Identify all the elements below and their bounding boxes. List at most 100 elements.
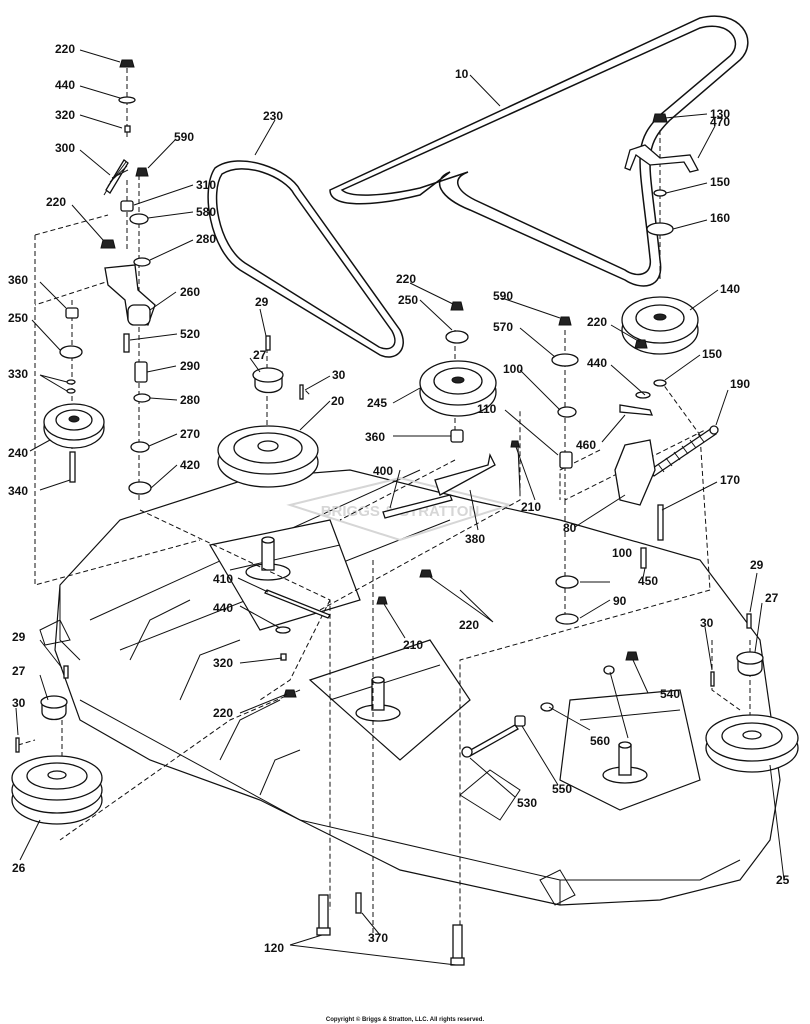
label-580: 580 [196,205,216,219]
bolt-410 [264,589,331,619]
label-150: 150 [710,175,730,189]
spacer-110 [559,451,573,469]
label-230: 230 [263,109,283,123]
label-440: 440 [55,78,75,92]
spacer-360-b [450,429,464,443]
label-220: 220 [55,42,75,56]
label-220: 220 [459,618,479,632]
label-220: 220 [46,195,66,209]
label-540: 540 [660,687,680,701]
label-100: 100 [503,362,523,376]
key-30-a [299,384,304,400]
label-170: 170 [720,473,740,487]
spacer-550 [514,715,526,727]
label-340: 340 [8,484,28,498]
label-220: 220 [396,272,416,286]
bearing-570 [551,353,579,367]
nut-220-f [283,689,297,698]
idler-pulley-240 [43,403,105,449]
washer-90 [555,613,579,625]
label-27: 27 [12,664,26,678]
label-130: 130 [710,107,730,121]
label-280: 280 [180,393,200,407]
washer-440-b [635,391,651,399]
nut-210-a [510,440,520,448]
nut-590-b [558,316,572,326]
label-26: 26 [12,861,26,875]
bearing-100-b [555,575,579,589]
spacer-320 [124,125,131,133]
pin-520 [123,333,130,353]
label-210: 210 [521,500,541,514]
nut-220-top [119,59,135,68]
nut-540 [625,651,639,661]
bushing-290 [134,361,148,383]
label-30: 30 [700,616,714,630]
copyright-notice: Copyright © Briggs & Stratton, LLC. All … [326,1016,485,1023]
label-400: 400 [373,464,393,478]
label-240: 240 [8,446,28,460]
bearing-100-a [557,406,577,418]
spacer-320-b [280,653,287,661]
label-560: 560 [590,734,610,748]
label-320: 320 [213,656,233,670]
label-29: 29 [750,558,764,572]
label-10: 10 [455,67,469,81]
bolt-29-c [63,665,69,679]
spring-300 [103,159,129,196]
bearing-280-a [133,257,151,267]
belt-230 [207,160,404,358]
label-310: 310 [196,178,216,192]
label-410: 410 [213,572,233,586]
spindle-pulley-25 [705,613,799,773]
label-590: 590 [174,130,194,144]
nut-590-a [135,167,149,177]
bolt-120-a [318,894,329,931]
label-300: 300 [55,141,75,155]
bolt-29-b [746,613,752,629]
nut-220-e [419,569,433,578]
bearing-250-a [59,345,83,359]
label-20: 20 [331,394,345,408]
right-idler-assembly [551,113,719,625]
label-450: 450 [638,574,658,588]
label-90: 90 [613,594,627,608]
label-270: 270 [180,427,200,441]
label-100: 100 [612,546,632,560]
label-470: 470 [710,115,730,129]
bolt-340 [69,451,76,483]
part-labels: 220 440 320 300 590 310 580 220 280 360 … [8,42,790,955]
spacer-270 [130,441,150,453]
label-29: 29 [12,630,26,644]
idler-arm-80 [614,439,656,506]
label-27: 27 [253,348,267,362]
mower-deck: BRIGGS & STRATTON [39,469,781,906]
bearing-280-b [133,393,151,403]
spindle-pulley-26 [11,665,103,825]
label-280: 280 [196,232,216,246]
spring-190 [649,425,719,477]
bearing-580 [129,213,149,225]
label-140: 140 [720,282,740,296]
label-570: 570 [493,320,513,334]
left-idler-assembly [43,59,156,495]
spacer-420 [128,481,152,495]
washer-440 [118,96,136,104]
bracket-380 [434,453,496,496]
washer-440-c [275,626,291,634]
label-260: 260 [180,285,200,299]
bolt-120-b [452,924,463,961]
nut-220-d [634,339,648,349]
label-150: 150 [702,347,722,361]
label-440: 440 [587,356,607,370]
bolt-450 [640,547,647,569]
bolt-29-a [265,335,271,351]
key-30-b [710,671,715,687]
washer-150-b [653,379,667,387]
label-250: 250 [8,311,28,325]
belt-10 [329,15,749,287]
idler-pulley-245 [419,360,497,417]
spindle-pulley-20 [217,335,319,488]
idler-pulley-140 [621,296,699,355]
label-380: 380 [465,532,485,546]
